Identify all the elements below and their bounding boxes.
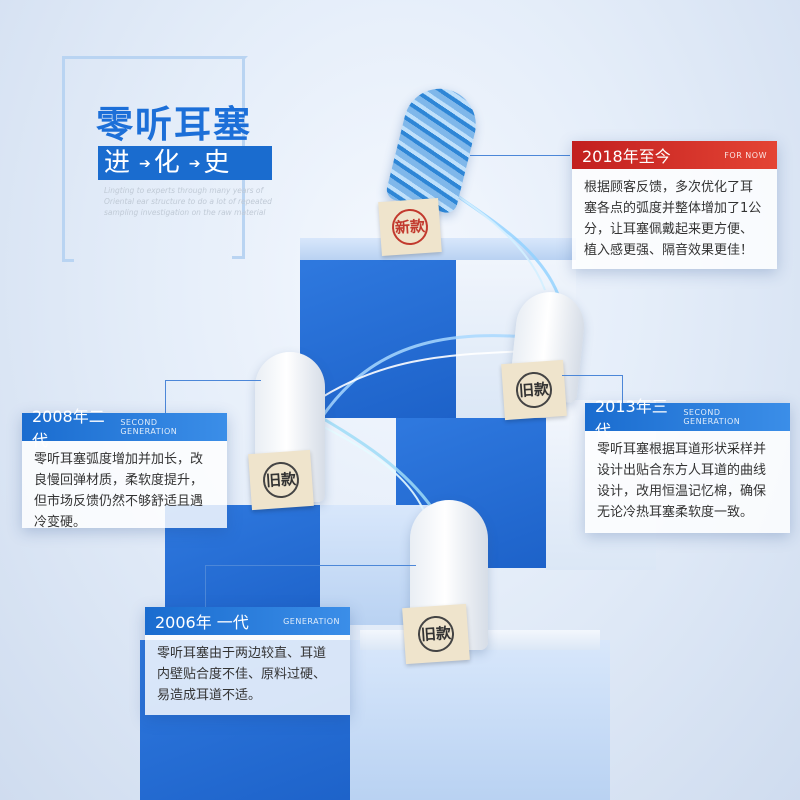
arrow-right-icon: ➔ bbox=[188, 155, 201, 172]
card-text: 零听耳塞弧度增加并加长，改良慢回弹材质，柔软度提升，但市场反馈仍然不够舒适且遇冷… bbox=[34, 452, 204, 530]
page-subtitle: 进➔化➔史 bbox=[98, 146, 272, 180]
info-card-2006: 2006年 一代 GENERATION 零听耳塞由于两边较直、耳道内壁贴合度不佳… bbox=[145, 607, 350, 715]
connector-line-2008 bbox=[165, 380, 261, 413]
title-description: Lingting to experts through many years o… bbox=[104, 186, 272, 217]
info-card-2013: 2013年三代 SECOND GENERATION 零听耳塞根据耳道形状采样并设… bbox=[585, 397, 790, 533]
card-header: 2006年 一代 GENERATION bbox=[145, 607, 350, 635]
card-text: 零听耳塞根据耳道形状采样并设计出贴合东方人耳道的曲线设计，改用恒温记忆棉，确保无… bbox=[597, 442, 767, 520]
subtitle-char-1: 进 bbox=[104, 148, 137, 178]
card-en-label: SECOND GENERATION bbox=[120, 418, 178, 436]
card-header: 2018年至今 FOR NOW bbox=[572, 141, 777, 169]
card-en-label: GENERATION bbox=[283, 616, 340, 626]
card-en-label: SECOND GENERATION bbox=[683, 408, 741, 426]
subtitle-char-3: 史 bbox=[203, 148, 236, 178]
old-model-stamp-gen1: 旧款 bbox=[402, 603, 470, 665]
old-model-stamp-gen3: 旧款 bbox=[501, 359, 567, 421]
title-frame bbox=[62, 56, 248, 262]
old-model-label: 旧款 bbox=[261, 460, 301, 500]
new-model-stamp: 新款 bbox=[378, 197, 442, 257]
connector-line-2018 bbox=[470, 155, 570, 156]
old-model-label: 旧款 bbox=[416, 614, 456, 654]
card-year: 2013年三代 bbox=[595, 397, 668, 440]
info-card-2008: 2008年二代 SECOND GENERATION 零听耳塞弧度增加并加长，改良… bbox=[22, 407, 227, 530]
block-top-front bbox=[300, 258, 456, 418]
connector-line-2013 bbox=[562, 375, 623, 404]
block-base-side bbox=[350, 640, 610, 800]
connector-line-2006 bbox=[205, 565, 416, 608]
card-text: 根据顾客反馈，多次优化了耳塞各点的弧度并整体增加了1公分，让耳塞佩戴起来更方便、… bbox=[584, 180, 762, 258]
card-en-label: FOR NOW bbox=[724, 150, 767, 160]
card-year: 2006年 一代 bbox=[155, 613, 249, 632]
card-text: 零听耳塞由于两边较直、耳道内壁贴合度不佳、原料过硬、易造成耳道不适。 bbox=[157, 646, 327, 703]
old-model-stamp-gen2: 旧款 bbox=[248, 449, 314, 511]
card-header: 2013年三代 SECOND GENERATION bbox=[585, 397, 790, 440]
old-model-label: 旧款 bbox=[514, 370, 554, 410]
info-card-2018: 2018年至今 FOR NOW 根据顾客反馈，多次优化了耳塞各点的弧度并整体增加… bbox=[572, 141, 777, 269]
card-year: 2018年至今 bbox=[582, 147, 671, 166]
subtitle-char-2: 化 bbox=[153, 148, 186, 178]
card-year: 2008年二代 bbox=[32, 407, 105, 450]
card-header: 2008年二代 SECOND GENERATION bbox=[22, 407, 227, 450]
arrow-right-icon: ➔ bbox=[139, 155, 151, 172]
new-model-label: 新款 bbox=[390, 207, 430, 247]
page-title: 零听耳塞 bbox=[96, 103, 252, 146]
